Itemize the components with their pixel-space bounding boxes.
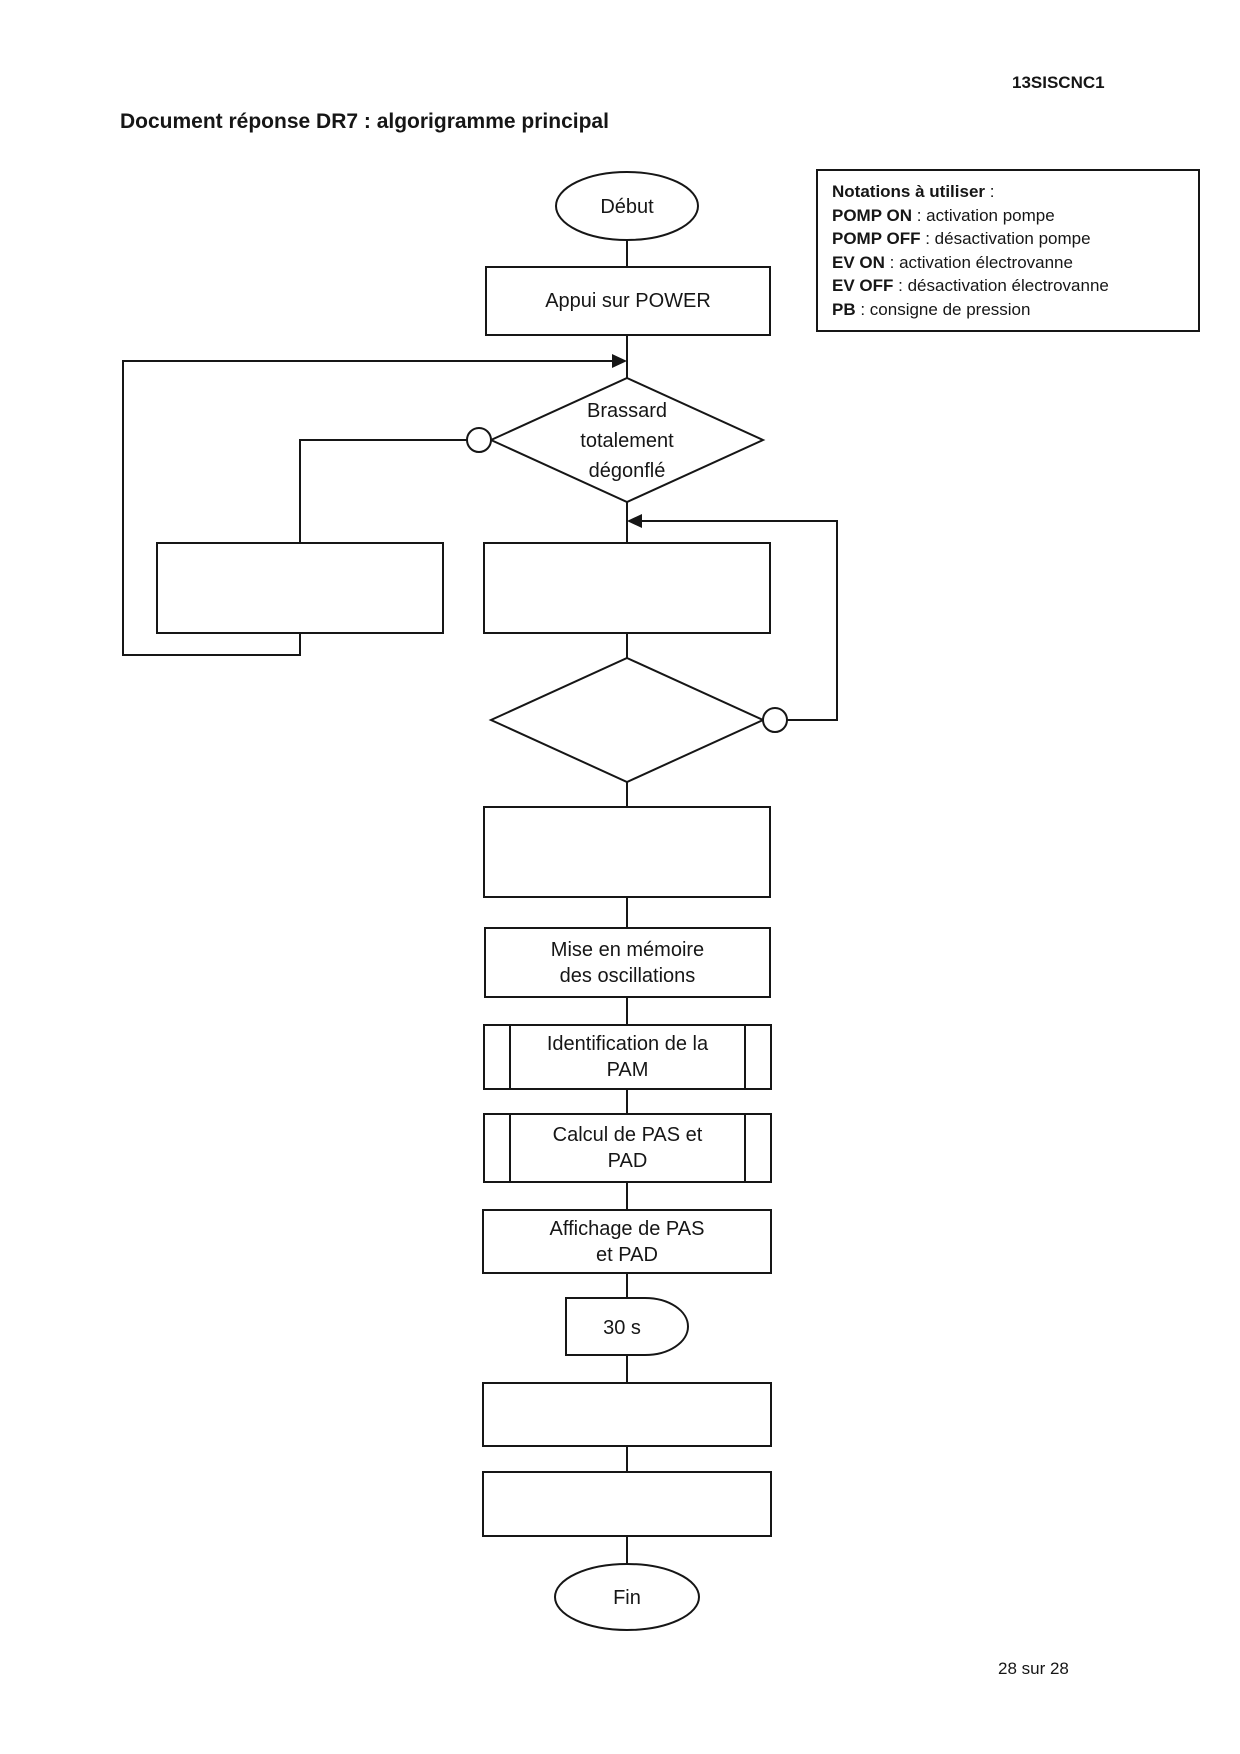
notations-box: Notations à utiliser : POMP ON : activat… bbox=[816, 169, 1200, 332]
decision1-label-line1: Brassard bbox=[587, 400, 667, 422]
process-empty-left bbox=[156, 542, 444, 634]
subroutine-identify-line2: PAM bbox=[606, 1059, 649, 1081]
header-code: 13SISCNC1 bbox=[1012, 73, 1105, 92]
delay-shape bbox=[565, 1297, 689, 1356]
subroutine-identify-line1: Identification de la bbox=[546, 1033, 709, 1055]
notations-line: PB : consigne de pression bbox=[832, 299, 1031, 319]
process-memory-line1: Mise en mémoire bbox=[550, 938, 705, 961]
process-display-pas-pad: Affichage de PAS et PAD bbox=[482, 1209, 772, 1274]
process-power: Appui sur POWER bbox=[485, 266, 771, 336]
process-power-label: Appui sur POWER bbox=[545, 290, 711, 312]
connector-circle-decision1 bbox=[466, 427, 492, 453]
notations-line: POMP ON : activation pompe bbox=[832, 205, 1055, 225]
page-number: 28 sur 28 bbox=[998, 1659, 1069, 1678]
decision2-diamond bbox=[488, 656, 766, 784]
decision1-label-line3: dégonflé bbox=[589, 460, 666, 482]
arrowhead-right-loop bbox=[627, 514, 642, 528]
subroutine-identify-pam: Identification de la PAM bbox=[483, 1024, 772, 1090]
subroutine-bar-left bbox=[509, 1113, 511, 1183]
subroutine-compute-pas-pad: Calcul de PAS et PAD bbox=[483, 1113, 772, 1183]
process-empty-center bbox=[483, 542, 771, 634]
page-title: Document réponse DR7 : algorigramme prin… bbox=[120, 110, 609, 133]
notations-line: EV ON : activation électrovanne bbox=[832, 252, 1073, 272]
subroutine-compute-line1: Calcul de PAS et bbox=[552, 1124, 703, 1146]
arrowhead-left-loop bbox=[612, 354, 627, 368]
connector-decision1-left-branch bbox=[299, 439, 467, 542]
subroutine-compute-line2: PAD bbox=[607, 1150, 648, 1172]
notations-line: POMP OFF : désactivation pompe bbox=[832, 229, 1091, 248]
process-memory-line2: des oscillations bbox=[559, 964, 696, 987]
decision1-diamond bbox=[488, 376, 766, 504]
subroutine-bar-right bbox=[744, 1024, 746, 1090]
end-terminator bbox=[554, 1563, 700, 1631]
connector-left-feedback-loop bbox=[122, 360, 613, 656]
connector-circle-decision2 bbox=[762, 707, 788, 733]
process-display-line1: Affichage de PAS bbox=[549, 1217, 705, 1240]
process-display-line2: et PAD bbox=[596, 1243, 658, 1266]
start-label: Début bbox=[600, 196, 654, 218]
subroutine-bar-right bbox=[744, 1113, 746, 1183]
notations-line: Notations à utiliser : bbox=[832, 182, 995, 201]
connector-right-feedback-loop bbox=[641, 520, 838, 721]
process-memory: Mise en mémoire des oscillations bbox=[484, 927, 771, 998]
subroutine-bar-left bbox=[509, 1024, 511, 1090]
process-empty-after-delay bbox=[482, 1382, 772, 1447]
start-terminator bbox=[555, 171, 699, 241]
end-label: Fin bbox=[613, 1587, 641, 1609]
process-empty-below-decision2 bbox=[483, 806, 771, 898]
delay-label: 30 s bbox=[603, 1317, 641, 1339]
process-empty-before-end bbox=[482, 1471, 772, 1537]
decision1-label-line2: totalement bbox=[580, 430, 674, 452]
notations-line: EV OFF : désactivation électrovanne bbox=[832, 276, 1109, 295]
